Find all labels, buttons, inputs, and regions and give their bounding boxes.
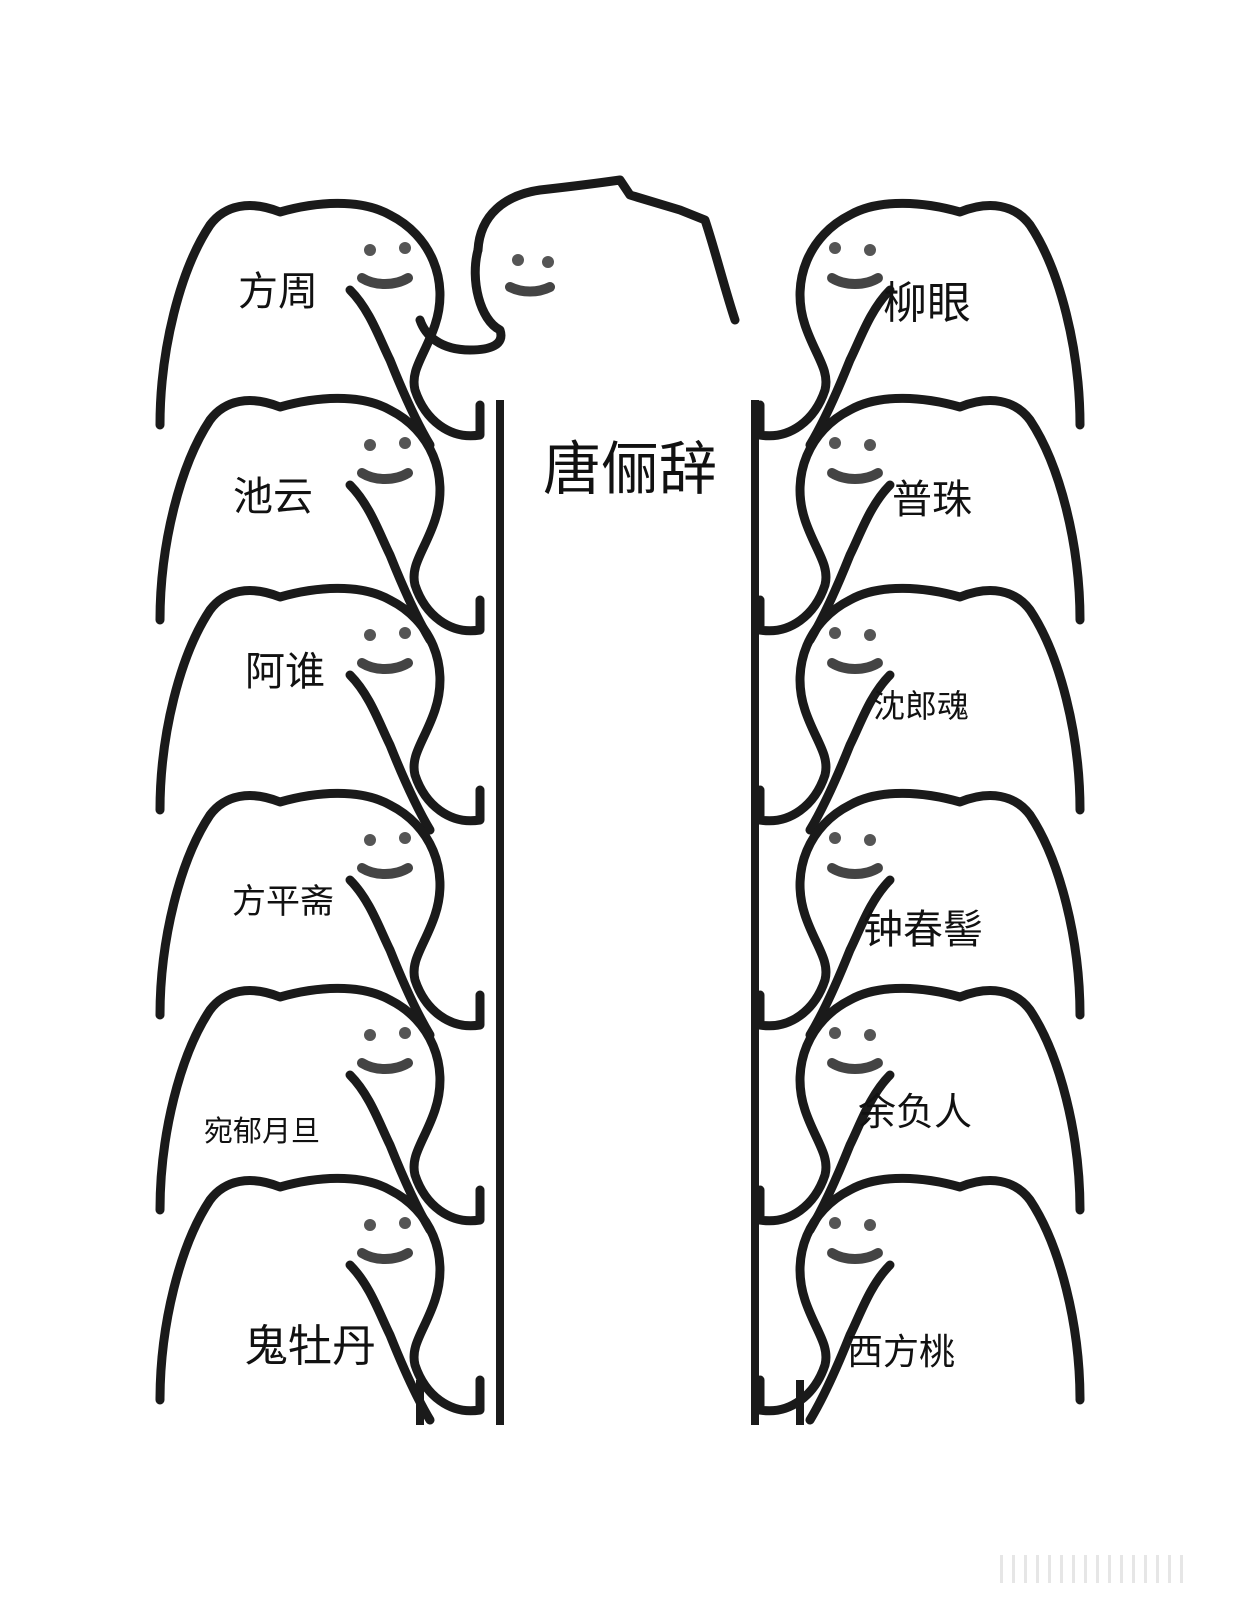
left-label-3: 阿谁: [245, 649, 325, 695]
right-label-4: 钟春髻: [863, 907, 983, 953]
right-figure-6: [760, 1178, 1080, 1420]
left-label-1: 方周: [238, 269, 318, 315]
left-label-6: 鬼牡丹: [244, 1321, 376, 1372]
left-label-4: 方平斋: [232, 882, 334, 922]
right-label-1: 柳眼: [883, 278, 971, 329]
left-figure-2: [160, 398, 480, 640]
right-label-5: 余负人: [858, 1090, 973, 1134]
watermark: [1000, 1555, 1230, 1585]
left-label-5: 宛郁月旦: [204, 1114, 321, 1148]
left-figure-6: [160, 1178, 480, 1420]
center-figure: [415, 175, 740, 355]
right-label-3: 沈郎魂: [873, 687, 970, 725]
left-figure-1: [160, 203, 480, 445]
spine-lines: [416, 400, 804, 1425]
left-figure-5: [160, 988, 480, 1230]
center-label: 唐俪辞: [543, 435, 718, 503]
right-label-2: 普珠: [892, 477, 972, 523]
right-label-6: 西方桃: [847, 1332, 956, 1373]
left-label-2: 池云: [233, 474, 313, 520]
